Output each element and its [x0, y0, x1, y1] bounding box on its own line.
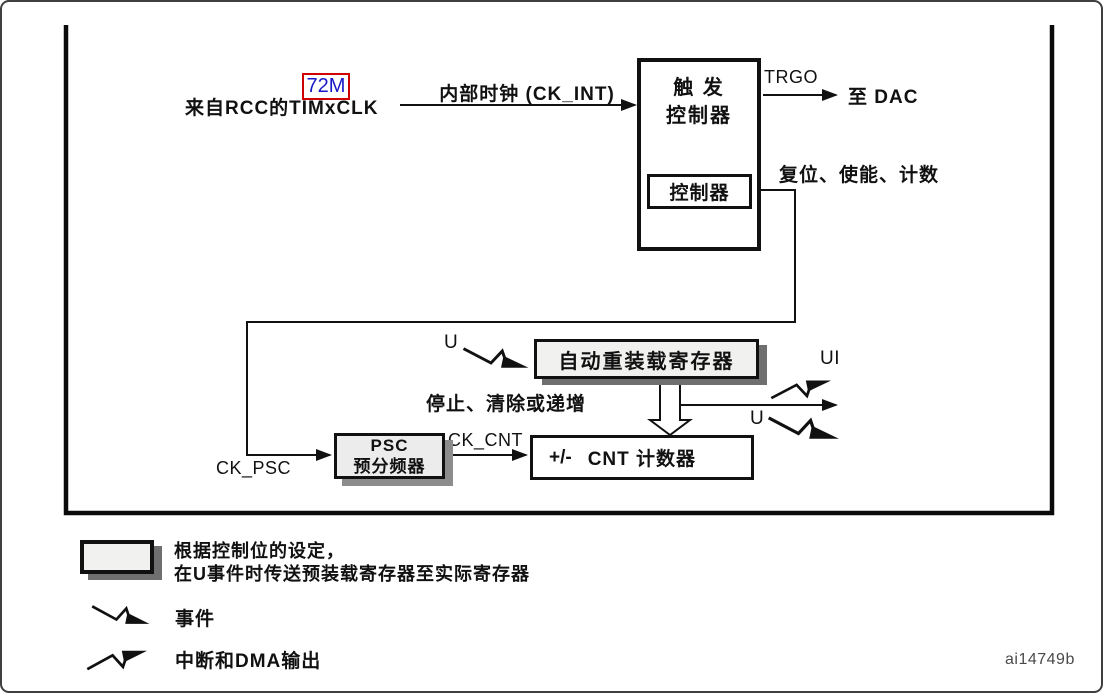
figure-id: ai14749b — [1005, 651, 1075, 668]
counter-updown-sign: +/- — [549, 446, 572, 468]
controller-subblock: 控制器 — [647, 174, 752, 209]
prescaler-block: PSC 预分频器 — [334, 433, 445, 479]
stop-clear-increment-label: 停止、清除或递增 — [426, 394, 587, 415]
interrupt-arrow-icon — [769, 379, 833, 400]
event-arrow-icon — [462, 347, 530, 370]
ck-int-label: 内部时钟 (CK_INT) — [439, 84, 615, 105]
legend-interrupt-arrow-icon — [85, 649, 149, 671]
prescaler-line1: PSC — [370, 436, 409, 455]
ck-cnt-label: CK_CNT — [448, 430, 524, 450]
legend-interrupt-label: 中断和DMA输出 — [175, 651, 322, 672]
trigger-controller-line1: 触 发 — [673, 77, 725, 99]
legend-event-label: 事件 — [175, 609, 216, 630]
legend-preload-line2: 在U事件时传送预装载寄存器至实际寄存器 — [174, 564, 530, 584]
legend-event-arrow-icon — [90, 604, 151, 626]
preload-transfer-arrow — [647, 381, 693, 437]
trigger-controller-title: 触 发 控制器 — [641, 74, 757, 130]
prescaler-line2: 预分频器 — [353, 457, 426, 476]
trigger-controller-block: 触 发 控制器 — [637, 58, 761, 251]
ui-interrupt-label: UI — [820, 348, 840, 369]
annotation-72m: 72M — [302, 73, 350, 100]
u-event-top-label: U — [444, 332, 459, 353]
auto-reload-register-block: 自动重装载寄存器 — [534, 339, 759, 379]
prescaler-text: PSC 预分频器 — [354, 435, 426, 477]
ck-psc-label: CK_PSC — [216, 458, 292, 478]
counter-block: +/- CNT 计数器 — [530, 435, 754, 480]
to-dac-label: 至 DAC — [848, 87, 919, 108]
trigger-controller-line2: 控制器 — [666, 105, 732, 127]
trgo-label: TRGO — [764, 67, 818, 87]
from-rcc-label: 来自RCC的TIMxCLK — [185, 98, 379, 119]
reset-enable-count-label: 复位、使能、计数 — [779, 165, 940, 186]
u-event-right-label: U — [750, 408, 765, 429]
event-arrow-icon — [767, 416, 841, 441]
legend-preload-box-icon — [80, 540, 154, 574]
counter-label: CNT 计数器 — [587, 449, 697, 470]
legend-preload-line1: 根据控制位的设定， — [174, 541, 345, 561]
